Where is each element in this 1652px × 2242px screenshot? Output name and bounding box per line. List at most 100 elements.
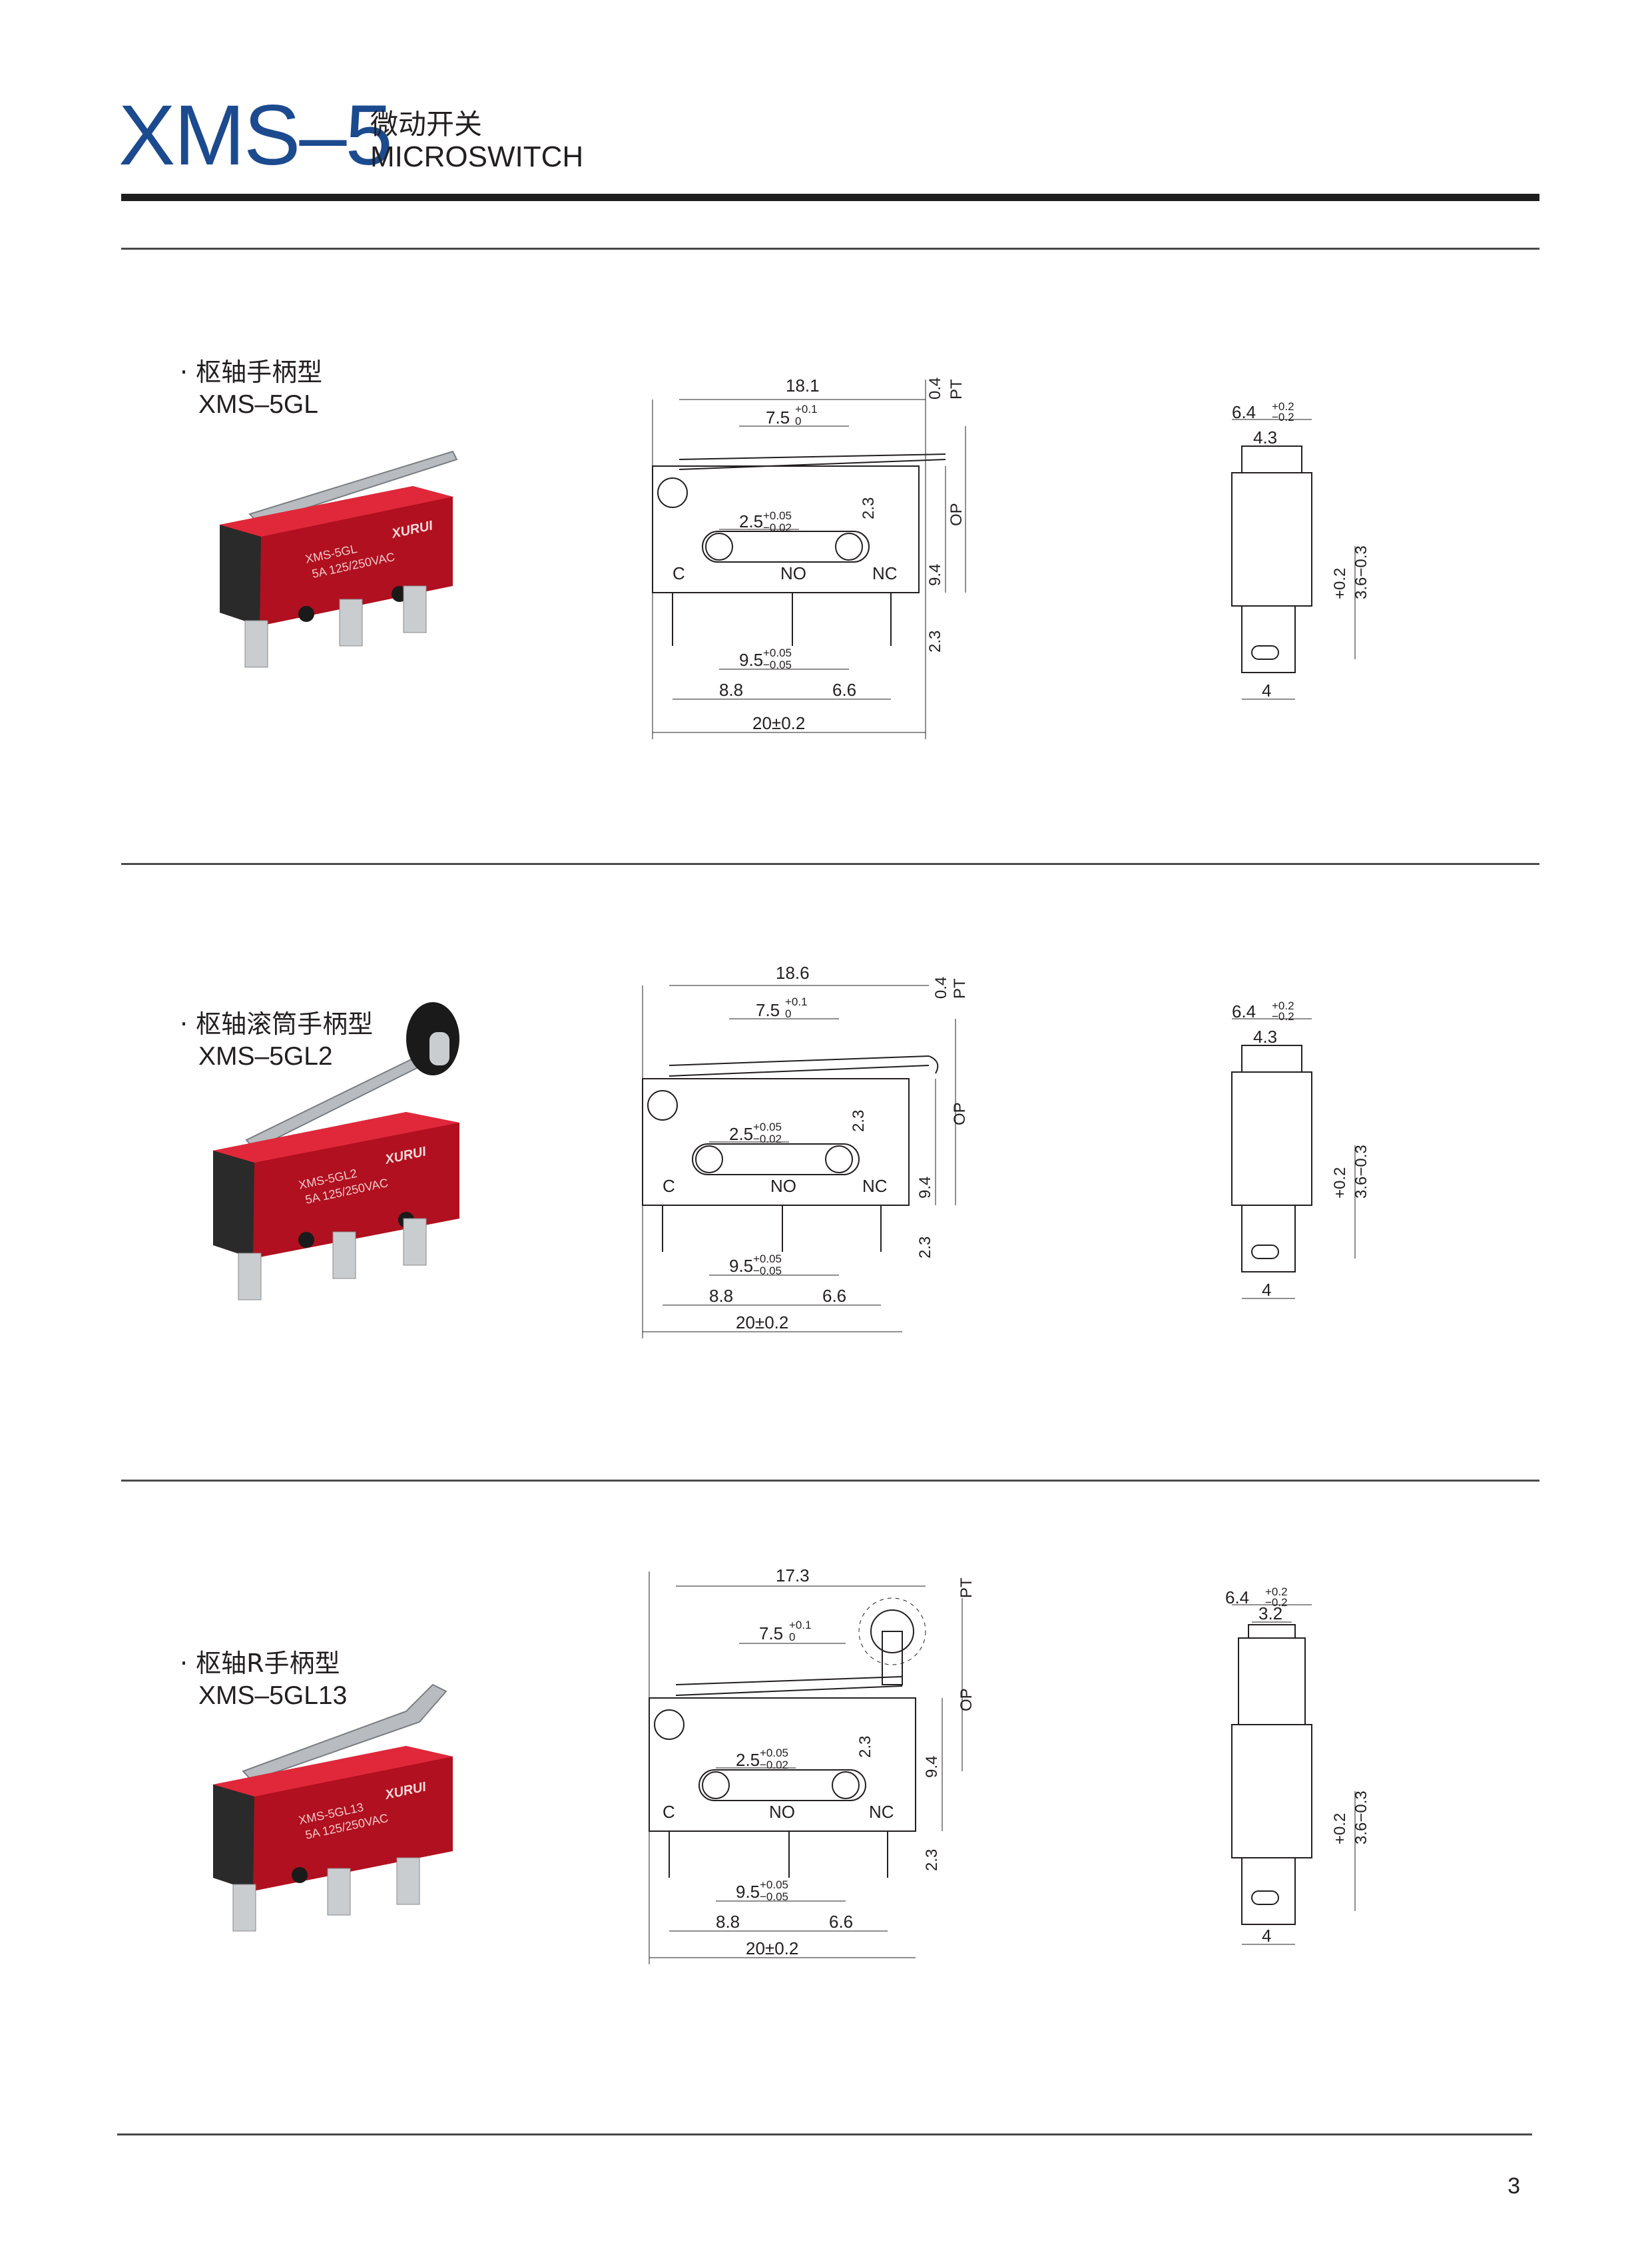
terminal	[403, 1218, 427, 1266]
dim-left: 8.8	[719, 680, 743, 700]
section-label: · 枢轴R手柄型 XMS–5GL13	[180, 1648, 347, 1712]
svg-text:+0.05: +0.05	[763, 647, 792, 659]
terminal	[396, 1857, 420, 1905]
terminal	[238, 1253, 262, 1300]
svg-text:0: 0	[785, 1007, 791, 1020]
svg-text:+0.05: +0.05	[760, 1878, 788, 1891]
dim-overall: 17.3	[776, 1565, 810, 1585]
svg-text:0: 0	[795, 415, 801, 427]
svg-text:OP: OP	[958, 1688, 975, 1711]
svg-text:2.3: 2.3	[856, 1736, 874, 1758]
terminal-label: NC	[862, 1176, 888, 1196]
svg-text:9.4: 9.4	[926, 564, 944, 586]
svg-text:−0.2: −0.2	[1265, 1596, 1288, 1609]
header-rule	[121, 194, 1539, 201]
dim-terminal-width: 4	[1262, 681, 1271, 701]
svg-text:−0.02: −0.02	[753, 1133, 782, 1145]
model-code: XMS–5GL13	[198, 1681, 348, 1710]
svg-text:+0.05: +0.05	[760, 1747, 788, 1759]
section-divider	[121, 863, 1539, 865]
dim-hole: 2.5	[739, 511, 763, 531]
section-label: · 枢轴滚筒手柄型 XMS–5GL2	[180, 1009, 373, 1073]
svg-text:+0.2: +0.2	[1265, 1585, 1288, 1598]
title-chinese: 微动开关	[370, 108, 483, 140]
product-photo: XMS-5GL13 5A 125/250VAC XURUI	[213, 1683, 453, 1932]
svg-text:+0.1: +0.1	[795, 403, 818, 416]
svg-text:−0.02: −0.02	[760, 1759, 788, 1771]
type-name: · 枢轴R手柄型	[180, 1649, 340, 1678]
dim-total: 20±0.2	[752, 713, 805, 733]
dim-inner: 3.2	[1258, 1603, 1282, 1623]
terminal-label: NO	[769, 1802, 795, 1822]
product-photo: XMS-5GL2 5A 125/250VAC XURUI	[213, 1002, 459, 1300]
front-dimension-drawing: 17.3 7.5 +0.1 0 2.5 +0.05 −0.02 C NO NC …	[649, 1565, 975, 1964]
dim-left: 8.8	[709, 1286, 733, 1306]
dim-width: 6.4	[1225, 1587, 1249, 1607]
dim-actuator: 7.5	[759, 1623, 783, 1643]
svg-text:3.6−0.3: 3.6−0.3	[1352, 545, 1370, 599]
svg-text:+0.05: +0.05	[763, 509, 792, 522]
dim-overall: 18.1	[786, 376, 820, 396]
section-divider	[121, 1480, 1539, 1482]
svg-text:OP: OP	[951, 1102, 969, 1125]
svg-text:−0.2: −0.2	[1272, 1010, 1294, 1023]
dim-width: 6.4	[1232, 402, 1256, 422]
svg-text:2.3: 2.3	[923, 1849, 941, 1871]
terminal-label: C	[663, 1802, 675, 1822]
dim-pitch: 9.5	[729, 1256, 753, 1276]
svg-text:2.3: 2.3	[916, 1237, 934, 1259]
svg-text:−0.05: −0.05	[760, 1890, 788, 1903]
svg-text:+0.1: +0.1	[789, 1619, 812, 1631]
svg-text:3.6−0.3: 3.6−0.3	[1352, 1145, 1370, 1199]
terminal-label: C	[673, 563, 685, 583]
front-dimension-drawing: 18.1 7.5 +0.1 0 2.5 +0.05 −0.02 C NO NC …	[652, 376, 966, 739]
product-photo: XMS-5GL 5A 125/250VAC XURUI	[220, 450, 458, 668]
svg-text:−0.2: −0.2	[1272, 411, 1294, 423]
svg-text:9.4: 9.4	[916, 1177, 934, 1199]
terminal	[332, 1231, 356, 1279]
terminal-label: C	[663, 1176, 675, 1196]
svg-text:+0.1: +0.1	[785, 995, 808, 1008]
svg-text:0: 0	[789, 1631, 795, 1643]
dim-hole: 2.5	[736, 1750, 760, 1770]
terminal-label: NC	[869, 1802, 894, 1822]
dim-inner: 4.3	[1253, 427, 1277, 447]
side-dimension-drawing: 6.4 +0.2 −0.2 3.2 4 +0.2 3.6−0.3	[1225, 1585, 1370, 1946]
svg-text:+0.05: +0.05	[753, 1253, 782, 1265]
terminal	[232, 1884, 256, 1932]
svg-text:2.3: 2.3	[850, 1110, 868, 1132]
svg-text:PT: PT	[958, 1577, 975, 1598]
section-divider	[121, 248, 1539, 250]
svg-text:+0.2: +0.2	[1331, 1167, 1349, 1199]
terminal-label: NO	[770, 1176, 796, 1196]
svg-text:0.4: 0.4	[926, 378, 944, 400]
footer-divider	[117, 2133, 1532, 2135]
svg-text:+0.2: +0.2	[1331, 568, 1349, 599]
terminal-label: NO	[780, 563, 806, 583]
svg-text:+0.2: +0.2	[1331, 1813, 1349, 1844]
svg-text:2.3: 2.3	[926, 631, 944, 653]
dim-terminal-width: 4	[1262, 1926, 1271, 1946]
svg-text:−0.05: −0.05	[753, 1264, 782, 1277]
svg-text:9.4: 9.4	[923, 1756, 941, 1778]
section-label: · 枢轴手柄型 XMS–5GL	[180, 357, 322, 421]
dim-total: 20±0.2	[736, 1312, 788, 1332]
dim-right: 6.6	[822, 1286, 846, 1306]
title-english: MICROSWITCH	[370, 140, 584, 173]
dim-overall: 18.6	[776, 963, 810, 983]
svg-text:−0.05: −0.05	[763, 659, 792, 671]
side-dimension-drawing: 6.4 +0.2 −0.2 4.3 4 +0.2 3.6−0.3	[1231, 999, 1370, 1300]
svg-text:PT: PT	[948, 379, 965, 400]
svg-text:3.6−0.3: 3.6−0.3	[1352, 1791, 1370, 1844]
terminal-label: NC	[872, 563, 898, 583]
dim-right: 6.6	[832, 680, 856, 700]
model-heading: XMS–5	[119, 88, 393, 183]
terminal	[403, 585, 427, 633]
terminal	[327, 1868, 351, 1916]
svg-text:2.3: 2.3	[860, 497, 878, 519]
terminal	[244, 620, 268, 668]
dim-left: 8.8	[716, 1912, 740, 1932]
svg-text:0.4: 0.4	[932, 977, 950, 999]
dim-hole: 2.5	[729, 1124, 753, 1144]
side-dimension-drawing: 6.4 +0.2 −0.2 4.3 4 +0.2 3.6−0.3	[1231, 400, 1370, 701]
